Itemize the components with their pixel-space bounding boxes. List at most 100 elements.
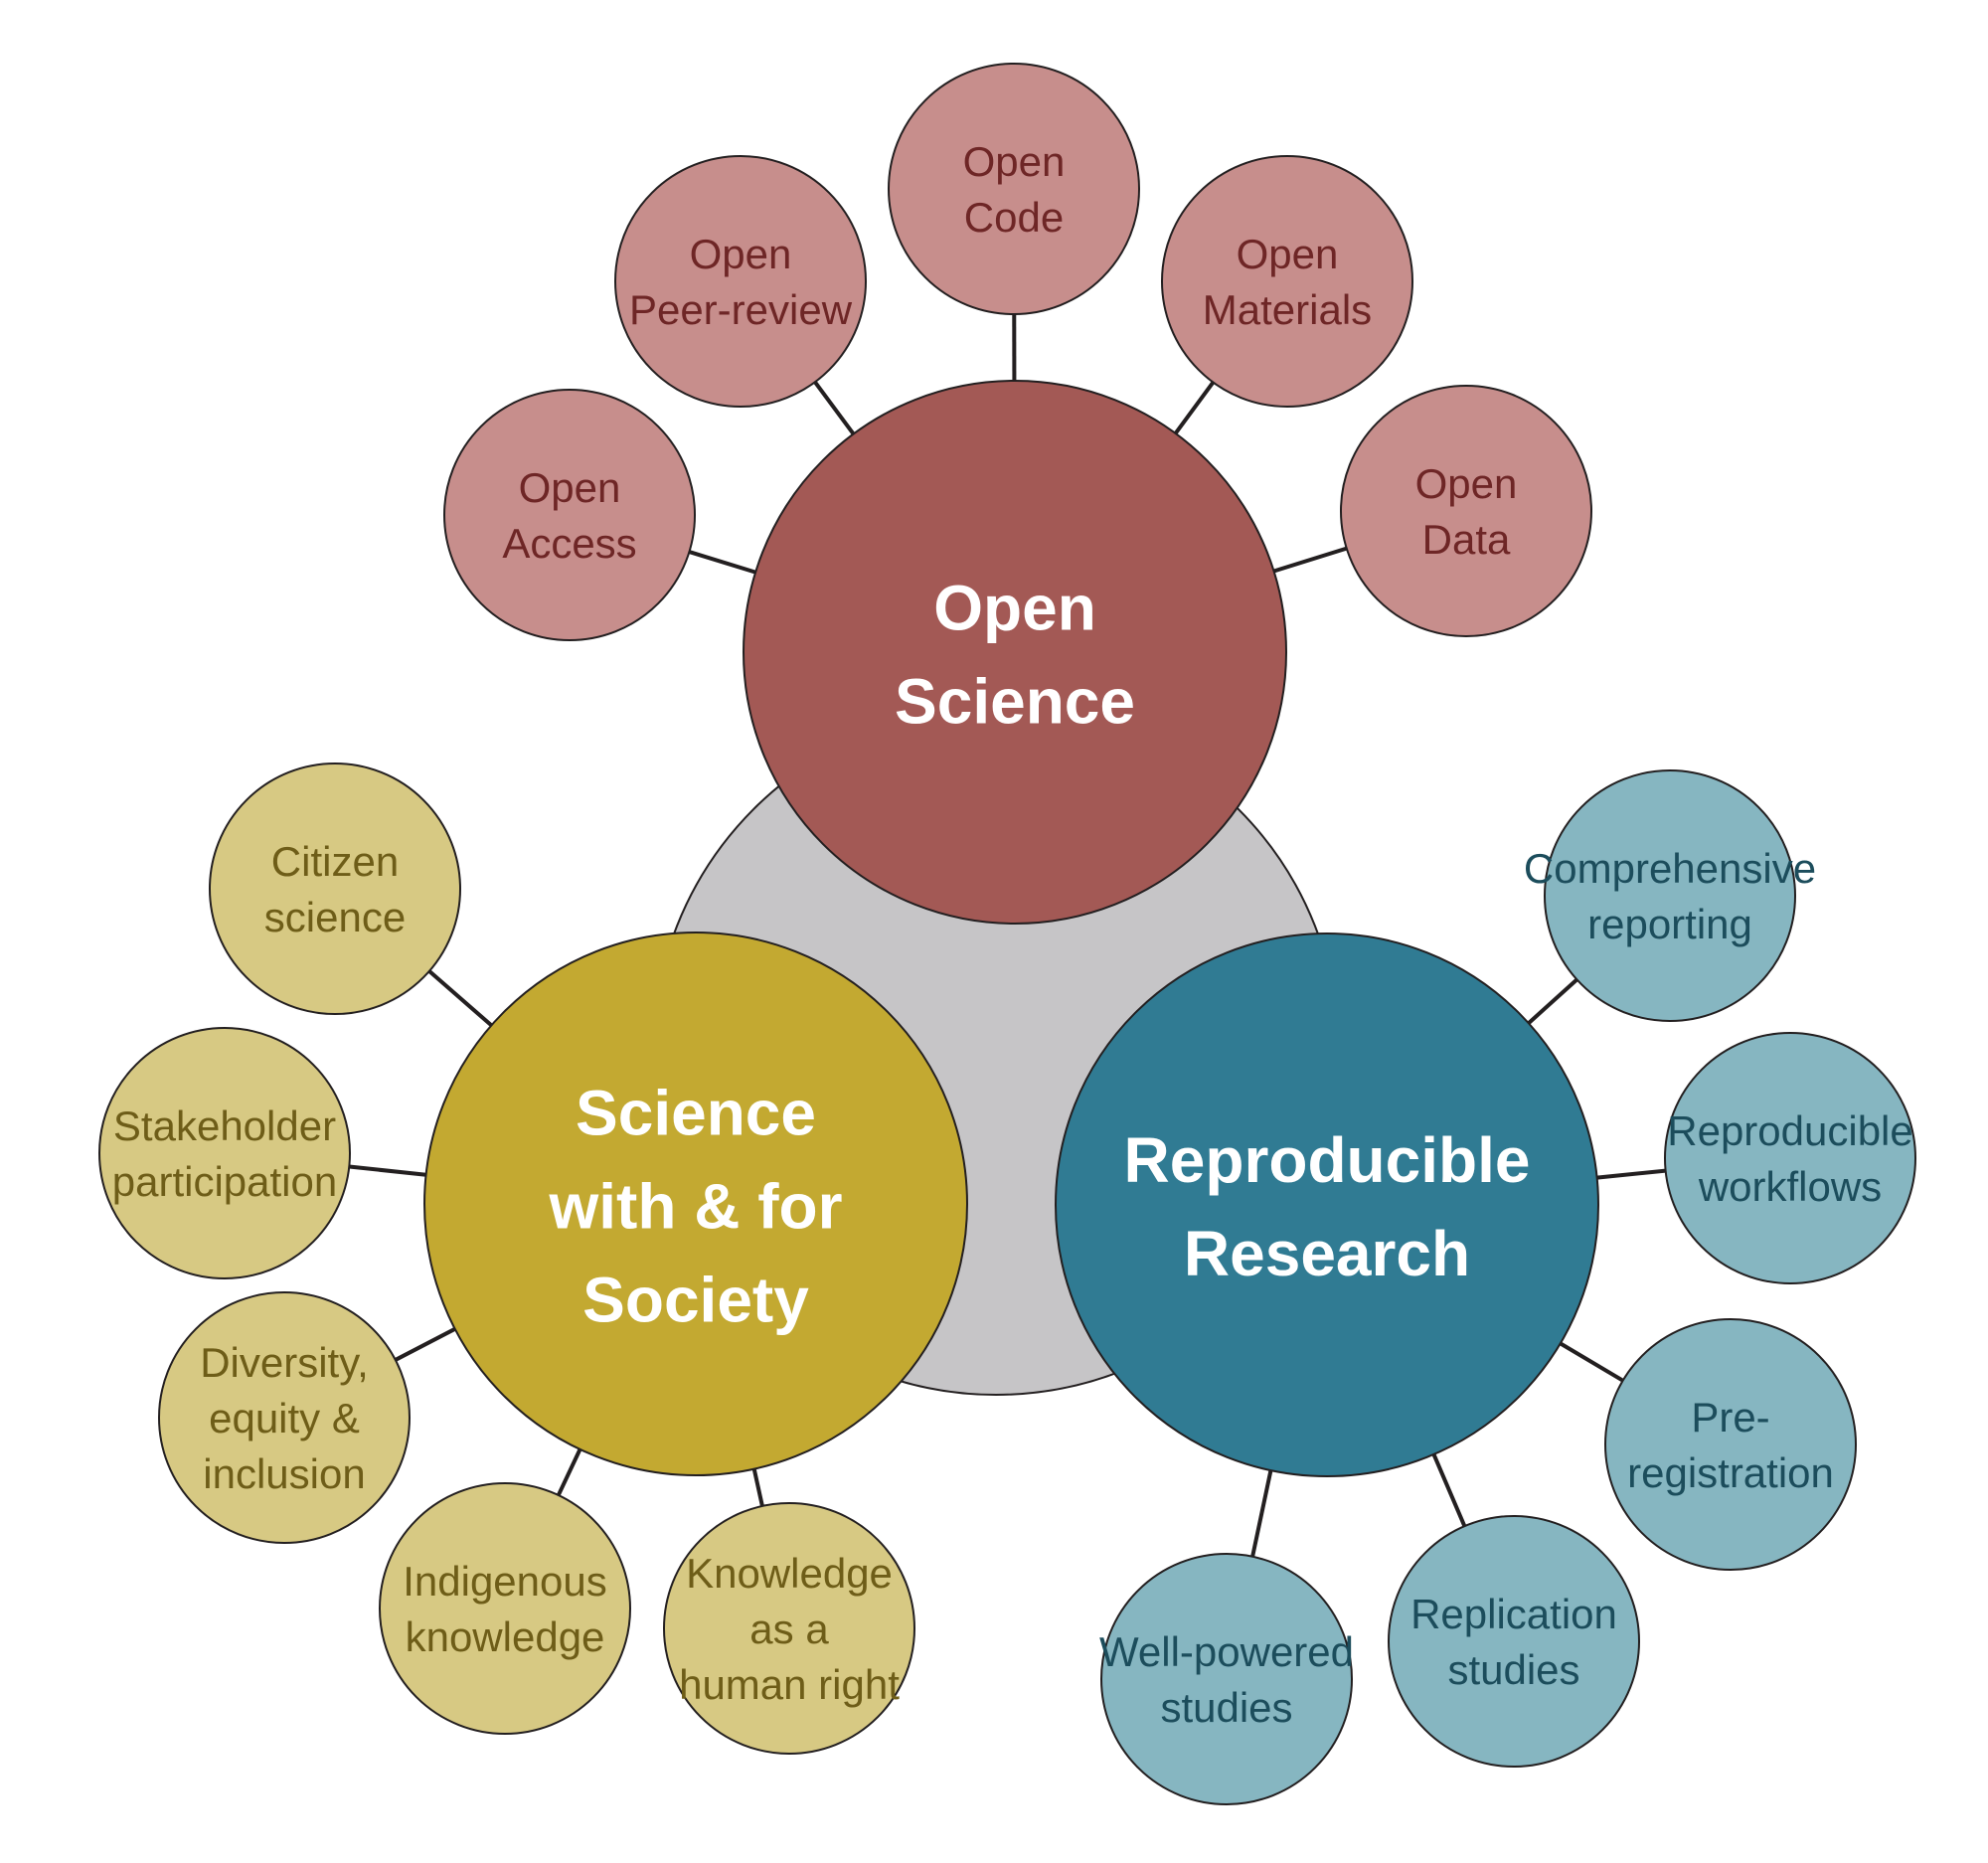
pre-registration-label: Pre-registration bbox=[1627, 1394, 1834, 1496]
indigenous-knowledge-label-line: Indigenous bbox=[403, 1558, 607, 1605]
knowledge-human-right-circle bbox=[663, 1502, 915, 1755]
citizen-science-label: Citizen science bbox=[264, 838, 406, 940]
connector-citizen-science bbox=[427, 969, 493, 1027]
connector-open-access bbox=[688, 550, 756, 575]
connector-pre-registration bbox=[1559, 1341, 1624, 1383]
well-powered-studies-circle bbox=[1100, 1553, 1353, 1805]
indigenous-knowledge-label: Indigenous knowledge bbox=[403, 1558, 607, 1660]
open-materials-label-line: Open bbox=[1237, 231, 1339, 277]
connector-diversity-equity-inclusion bbox=[394, 1327, 456, 1362]
connector-replication-studies bbox=[1431, 1453, 1467, 1527]
citizen-science-label-line: science bbox=[264, 894, 406, 940]
well-powered-studies-label-line: Well-powered bbox=[1099, 1628, 1354, 1675]
open-access-circle bbox=[443, 389, 696, 641]
diversity-equity-inclusion-circle bbox=[158, 1291, 411, 1544]
stakeholder-participation-label-line: participation bbox=[112, 1158, 337, 1205]
citizen-science-label-line: Citizen bbox=[271, 838, 399, 885]
stakeholder-participation-circle bbox=[98, 1027, 351, 1279]
reproducible-workflows-label-line: Reproducible bbox=[1667, 1107, 1913, 1154]
open-science-hub-label-line: Open bbox=[933, 572, 1096, 643]
connector-open-materials bbox=[1174, 381, 1216, 435]
comprehensive-reporting-label: Comprehensive reporting bbox=[1524, 845, 1816, 947]
society-hub-label-line: Science bbox=[576, 1077, 816, 1148]
comprehensive-reporting-label-line: Comprehensive bbox=[1524, 845, 1816, 892]
connector-indigenous-knowledge bbox=[556, 1448, 582, 1496]
knowledge-human-right-label: Knowledge as a human right bbox=[679, 1550, 900, 1708]
open-access-label-line: Access bbox=[502, 520, 636, 567]
pre-registration-circle bbox=[1604, 1318, 1857, 1571]
reproducible-hub-circle bbox=[1055, 932, 1599, 1477]
connector-open-data bbox=[1272, 546, 1348, 574]
replication-studies-circle bbox=[1388, 1515, 1640, 1768]
node-knowledge-human-right: Knowledge as a human right bbox=[663, 1502, 915, 1755]
open-peer-review-circle bbox=[614, 155, 867, 408]
well-powered-studies-label: Well-powered studies bbox=[1099, 1628, 1354, 1731]
society-hub-circle bbox=[423, 932, 968, 1476]
open-code-label-line: Open bbox=[963, 138, 1066, 185]
connector-reproducible-workflows bbox=[1596, 1168, 1666, 1180]
open-peer-review-label-line: Open bbox=[690, 231, 792, 277]
well-powered-studies-label-line: studies bbox=[1160, 1684, 1292, 1731]
pre-registration-label-line: registration bbox=[1627, 1449, 1834, 1496]
indigenous-knowledge-circle bbox=[379, 1482, 631, 1735]
knowledge-human-right-label-line: human right bbox=[679, 1661, 900, 1708]
open-materials-label-line: Materials bbox=[1203, 286, 1372, 333]
open-peer-review-label-line: Peer-review bbox=[629, 286, 853, 333]
reproducible-workflows-label-line: workflows bbox=[1698, 1163, 1882, 1210]
node-reproducible-workflows: Reproducible workflows bbox=[1664, 1032, 1916, 1284]
society-hub-label-line: with & for bbox=[548, 1170, 842, 1242]
reproducible-workflows-label: Reproducible workflows bbox=[1667, 1107, 1913, 1210]
open-data-label-line: Data bbox=[1422, 516, 1511, 563]
connector-lines bbox=[349, 313, 1666, 1558]
open-access-label-line: Open bbox=[519, 464, 621, 511]
citizen-science-circle bbox=[209, 762, 461, 1015]
node-pre-registration: Pre-registration bbox=[1604, 1318, 1857, 1571]
stakeholder-participation-label-line: Stakeholder bbox=[113, 1102, 336, 1149]
knowledge-human-right-label-line: as a bbox=[749, 1606, 829, 1652]
diversity-equity-inclusion-label: Diversity, equity & inclusion bbox=[200, 1339, 369, 1497]
connector-open-peer-review bbox=[813, 381, 856, 435]
diversity-equity-inclusion-label-line: equity & bbox=[209, 1395, 360, 1441]
society-hub-label-line: Society bbox=[582, 1264, 809, 1335]
replication-studies-label-line: Replication bbox=[1410, 1591, 1617, 1637]
reproducible-workflows-circle bbox=[1664, 1032, 1916, 1284]
connector-comprehensive-reporting bbox=[1527, 977, 1578, 1025]
open-materials-circle bbox=[1161, 155, 1413, 408]
open-science-hub-circle bbox=[743, 380, 1287, 925]
open-data-label-line: Open bbox=[1415, 460, 1518, 507]
stakeholder-participation-label: Stakeholder participation bbox=[112, 1102, 337, 1205]
diversity-equity-inclusion-label-line: inclusion bbox=[203, 1450, 365, 1497]
open-code-label-line: Code bbox=[964, 194, 1064, 241]
reproducible-hub-label-line: Reproducible bbox=[1124, 1124, 1531, 1196]
comprehensive-reporting-label-line: reporting bbox=[1587, 901, 1752, 947]
connector-stakeholder-participation bbox=[349, 1164, 426, 1177]
open-code-circle bbox=[888, 63, 1140, 315]
knowledge-human-right-label-line: Knowledge bbox=[686, 1550, 893, 1597]
open-data-circle bbox=[1340, 385, 1592, 637]
node-well-powered-studies: Well-powered studies bbox=[1099, 1553, 1354, 1805]
diversity-equity-inclusion-label-line: Diversity, bbox=[200, 1339, 369, 1386]
reproducible-hub-label-line: Research bbox=[1184, 1218, 1470, 1289]
node-diversity-equity-inclusion: Diversity, equity & inclusion bbox=[158, 1291, 411, 1544]
indigenous-knowledge-label-line: knowledge bbox=[406, 1613, 605, 1660]
node-comprehensive-reporting: Comprehensive reporting bbox=[1524, 769, 1816, 1022]
